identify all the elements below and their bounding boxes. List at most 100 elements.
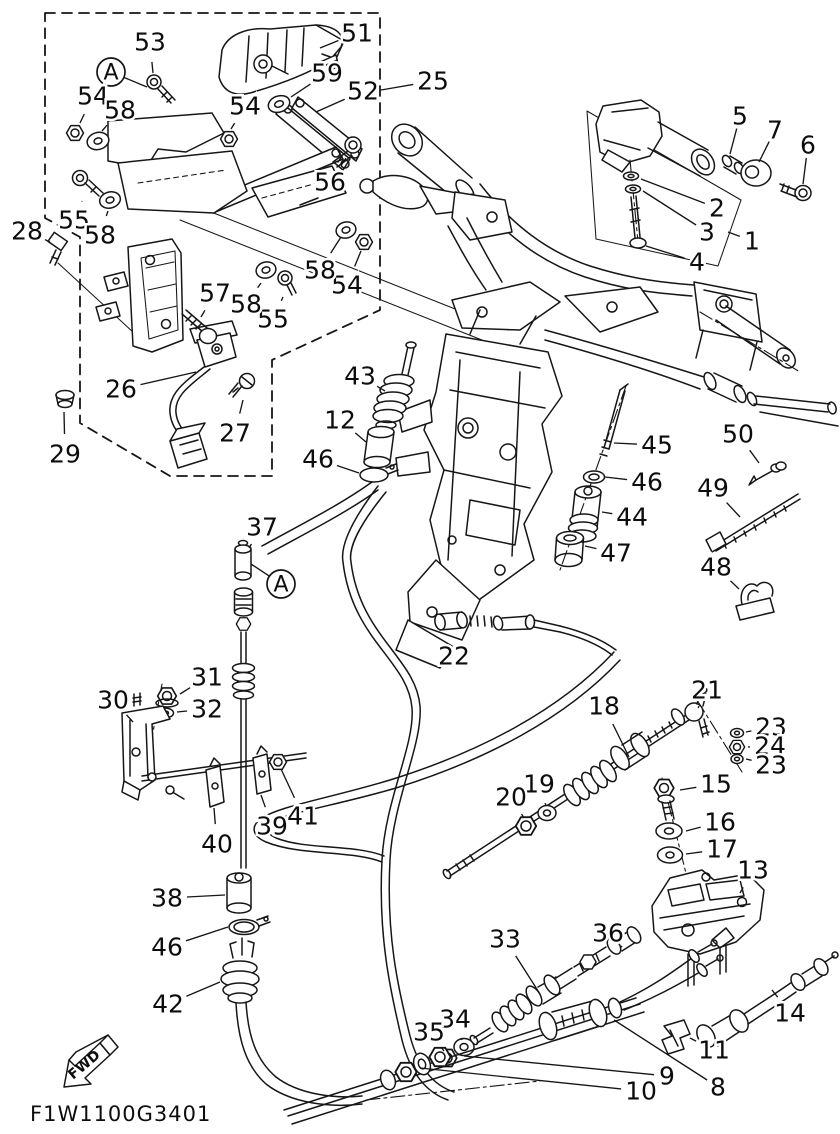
leader-line-46 xyxy=(336,464,360,474)
callout-8: 8 xyxy=(710,1073,726,1102)
leader-line-12 xyxy=(354,432,367,443)
callout-54: 54 xyxy=(229,92,261,121)
leader-line-6 xyxy=(802,157,807,185)
leader-line-35 xyxy=(440,1047,445,1052)
callout-55: 55 xyxy=(257,305,289,334)
callout-3: 3 xyxy=(699,218,715,247)
leader-line-15 xyxy=(679,786,697,791)
callout-4: 4 xyxy=(689,248,705,277)
marker-leader-A xyxy=(250,563,270,577)
leader-line-58 xyxy=(105,210,109,217)
callout-38: 38 xyxy=(151,884,183,913)
callout-23: 23 xyxy=(755,713,787,742)
leader-line-19 xyxy=(544,802,547,807)
callout-16: 16 xyxy=(704,808,736,837)
callout-52: 52 xyxy=(347,77,379,106)
cable-14 xyxy=(696,951,839,1048)
leader-line-20 xyxy=(520,813,525,819)
cable-22 xyxy=(434,611,617,656)
leader-line-31 xyxy=(179,687,191,695)
callout-53: 53 xyxy=(134,28,166,57)
leader-line-52 xyxy=(315,98,345,113)
thumb-lever-51 xyxy=(218,24,345,95)
leader-line-37 xyxy=(248,543,253,549)
callout-2: 2 xyxy=(709,194,725,223)
throttle-housing-assembly xyxy=(586,99,812,267)
marker-circle-A xyxy=(266,569,296,599)
leader-line-27 xyxy=(239,399,244,414)
leader-line-25 xyxy=(380,83,414,91)
callout-35: 35 xyxy=(413,1018,445,1047)
leader-line-18 xyxy=(612,723,630,758)
callout-22: 22 xyxy=(438,642,470,671)
cable-loops xyxy=(253,485,621,1101)
leader-line-14 xyxy=(771,989,779,998)
leader-line-9 xyxy=(463,1055,655,1076)
callout-10: 10 xyxy=(625,1077,657,1106)
leader-line-54 xyxy=(230,122,236,130)
leader-line-32 xyxy=(176,710,188,713)
callout-33: 33 xyxy=(489,925,521,954)
leader-line-41 xyxy=(280,768,296,799)
leader-line-4 xyxy=(645,245,685,259)
marker-label-A: A xyxy=(103,61,118,86)
leader-line-23 xyxy=(745,730,752,733)
callout-44: 44 xyxy=(616,503,648,532)
leader-line-33 xyxy=(515,955,541,995)
callout-36: 36 xyxy=(592,919,624,948)
boot-cylinder-43-12-46 xyxy=(261,341,417,555)
fastener-28-29 xyxy=(47,231,75,409)
callout-46: 46 xyxy=(631,468,663,497)
bracket-13 xyxy=(651,869,765,987)
callout-41: 41 xyxy=(287,802,319,831)
leader-line-53 xyxy=(151,61,154,74)
leader-line-1 xyxy=(727,231,741,238)
callout-34: 34 xyxy=(439,1005,471,1034)
callout-27: 27 xyxy=(219,419,251,448)
leader-line-7 xyxy=(758,141,770,163)
leader-line-38 xyxy=(186,894,226,898)
leader-line-46 xyxy=(185,926,229,942)
marker-leader-A xyxy=(123,76,148,88)
leader-line-59 xyxy=(290,83,311,98)
callout-23: 23 xyxy=(755,751,787,780)
callout-46: 46 xyxy=(302,445,334,474)
callout-58: 58 xyxy=(230,290,262,319)
callout-7: 7 xyxy=(767,116,783,145)
leader-line-54 xyxy=(79,113,85,124)
leader-line-28 xyxy=(44,238,51,243)
callout-54: 54 xyxy=(77,82,109,111)
callout-5: 5 xyxy=(732,102,748,131)
leader-line-3 xyxy=(642,190,697,226)
leader-line-30 xyxy=(125,714,134,723)
callout-17: 17 xyxy=(706,835,738,864)
leader-line-26 xyxy=(140,371,197,386)
leader-line-54 xyxy=(353,250,362,267)
leader-line-42 xyxy=(186,981,221,997)
callout-18: 18 xyxy=(588,692,620,721)
gusset-bracket xyxy=(95,238,184,353)
leader-line-56 xyxy=(340,157,347,166)
rod-links-39-40-41 xyxy=(141,745,307,808)
callout-30: 30 xyxy=(97,686,129,715)
leader-line-43 xyxy=(376,385,386,392)
leader-line-46 xyxy=(604,476,628,481)
clip-11 xyxy=(661,1019,691,1055)
leader-line-11 xyxy=(689,1037,697,1042)
callout-42: 42 xyxy=(152,990,184,1019)
callout-25: 25 xyxy=(417,67,449,96)
callout-1: 1 xyxy=(744,227,760,256)
callout-45: 45 xyxy=(641,431,673,460)
leader-line-10 xyxy=(419,1067,622,1090)
callout-47: 47 xyxy=(600,539,632,568)
cable-33-34-35-36 xyxy=(436,926,642,1068)
leader-line-47 xyxy=(584,545,597,550)
callout-12: 12 xyxy=(324,406,356,435)
callout-15: 15 xyxy=(700,770,732,799)
dashed-boundary-box xyxy=(44,12,381,477)
part-callouts: 1234567891011121314151617181920212223242… xyxy=(9,16,819,1108)
bracket-30-31-32 xyxy=(121,683,185,801)
callout-37: 37 xyxy=(246,513,278,542)
callout-13: 13 xyxy=(737,856,769,885)
